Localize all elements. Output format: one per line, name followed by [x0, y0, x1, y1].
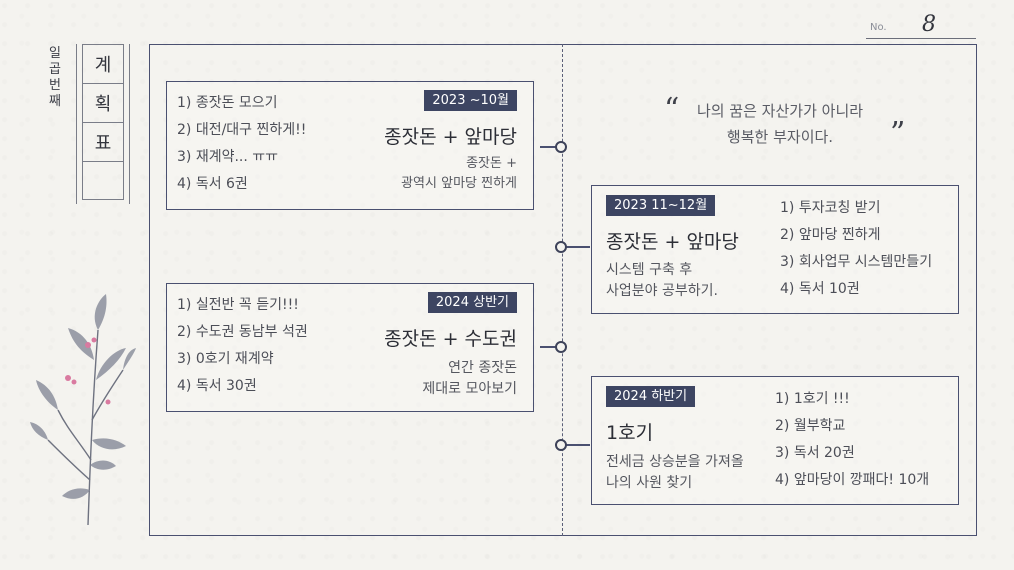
- close-quote-mark: ”: [890, 116, 906, 151]
- plan-item: 4) 앞마당이 깡패다! 10개: [775, 472, 930, 488]
- plan-description: 전세금 상승분을 가져올 나의 사원 찾기: [606, 452, 744, 494]
- timeline-frame: [149, 44, 977, 536]
- plan-headline: 종잣돈 + 수도권: [384, 328, 517, 350]
- plan-card-2024-h1: 1) 실전반 꼭 듣기!!! 2) 수도권 동남부 석권 3) 0호기 재계약 …: [166, 283, 534, 412]
- plan-item: 1) 투자코칭 받기: [780, 200, 881, 216]
- period-tag: 2024 상반기: [427, 292, 517, 313]
- plan-description-line: 시스템 구축 후: [606, 262, 693, 278]
- plan-description-line: 제대로 모아보기: [422, 381, 517, 397]
- plan-title-char: 계: [83, 45, 123, 84]
- plan-item: 2) 대전/대구 찐하게!!: [177, 122, 307, 138]
- timeline-node: [555, 439, 567, 451]
- timeline-node: [555, 341, 567, 353]
- plan-description-line: 전세금 상승분을 가져올: [606, 454, 744, 470]
- plan-title-box: 계 획 표: [82, 44, 124, 200]
- plan-card-2023-nov-dec: 2023 11~12월 종잣돈 + 앞마당 시스템 구축 후 사업분야 공부하기…: [591, 185, 959, 314]
- plan-item: 2) 월부학교: [775, 418, 846, 434]
- plan-title-char: [83, 162, 123, 200]
- plan-description-line: 사업분야 공부하기.: [606, 283, 718, 299]
- plan-title-char: 획: [83, 84, 123, 123]
- plan-items: 1) 1호기 !!! 2) 월부학교 3) 독서 20권 4) 앞마당이 깡패다…: [775, 386, 929, 494]
- connector-line: [540, 346, 558, 348]
- quote-line: 행복한 부자이다.: [726, 128, 834, 146]
- plan-headline: 종잣돈 + 앞마당: [606, 231, 739, 253]
- page-number-value: 8: [922, 12, 936, 37]
- plan-item: 4) 독서 30권: [177, 378, 257, 394]
- plan-card-2024-h2: 2024 하반기 1호기 전세금 상승분을 가져올 나의 사원 찾기 1) 1호…: [591, 376, 959, 505]
- plan-description: 종잣돈 + 광역시 앞마당 찐하게: [401, 154, 517, 194]
- flower-illustration: [30, 294, 136, 526]
- plan-item: 2) 수도권 동남부 석권: [177, 324, 308, 340]
- plan-item: 3) 0호기 재계약: [177, 351, 274, 367]
- plan-items: 1) 투자코칭 받기 2) 앞마당 찐하게 3) 회사업무 시스템만들기 4) …: [780, 195, 932, 303]
- timeline-node: [555, 241, 567, 253]
- plan-item: 3) 독서 20권: [775, 445, 855, 461]
- page-number-label: No.: [870, 22, 887, 33]
- connector-line: [540, 146, 558, 148]
- quote-line: 나의 꿈은 자산가가 아니라: [696, 102, 864, 120]
- plan-card-2023-oct: 1) 종잣돈 모으기 2) 대전/대구 찐하게!! 3) 재계약... ㅠㅠ 4…: [166, 81, 534, 210]
- plan-item: 1) 종잣돈 모으기: [177, 95, 278, 111]
- period-tag: 2023 ~10월: [424, 90, 517, 111]
- title-side-lines: [76, 44, 130, 204]
- plan-description-line: 나의 사원 찾기: [606, 475, 693, 491]
- plan-item: 1) 1호기 !!!: [775, 391, 850, 407]
- period-tag: 2024 하반기: [606, 386, 696, 407]
- plan-description-line: 종잣돈 +: [466, 156, 517, 171]
- plan-item: 1) 실전반 꼭 듣기!!!: [177, 297, 299, 313]
- page-number: No. 8: [866, 12, 976, 39]
- period-tag: 2023 11~12월: [606, 195, 716, 216]
- plan-title-char: 표: [83, 123, 123, 162]
- timeline-node: [555, 141, 567, 153]
- plan-items: 1) 종잣돈 모으기 2) 대전/대구 찐하게!! 3) 재계약... ㅠㅠ 4…: [177, 90, 306, 198]
- open-quote-mark: “: [664, 92, 680, 127]
- vertical-title-char: 곱: [49, 62, 61, 77]
- plan-item: 4) 독서 6권: [177, 176, 248, 192]
- vertical-title: 일 곱 번 째: [44, 46, 66, 110]
- plan-description: 연간 종잣돈 제대로 모아보기: [422, 358, 517, 400]
- vertical-title-char: 일: [49, 46, 61, 61]
- plan-item: 4) 독서 10권: [780, 281, 860, 297]
- plan-items: 1) 실전반 꼭 듣기!!! 2) 수도권 동남부 석권 3) 0호기 재계약 …: [177, 292, 308, 400]
- timeline-axis: [562, 44, 563, 536]
- plan-headline: 1호기: [606, 422, 654, 444]
- plan-description-line: 광역시 앞마당 찐하게: [401, 176, 517, 191]
- plan-description: 시스템 구축 후 사업분야 공부하기.: [606, 260, 718, 302]
- plan-description-line: 연간 종잣돈: [448, 360, 517, 376]
- connector-line: [566, 444, 590, 446]
- vertical-title-char: 째: [49, 94, 61, 109]
- plan-item: 3) 재계약... ㅠㅠ: [177, 149, 279, 165]
- vertical-title-char: 번: [49, 78, 61, 93]
- connector-line: [566, 246, 590, 248]
- plan-item: 3) 회사업무 시스템만들기: [780, 254, 933, 270]
- plan-headline: 종잣돈 + 앞마당: [384, 126, 517, 148]
- plan-item: 2) 앞마당 찐하게: [780, 227, 881, 243]
- quote: 나의 꿈은 자산가가 아니라 행복한 부자이다.: [680, 98, 880, 150]
